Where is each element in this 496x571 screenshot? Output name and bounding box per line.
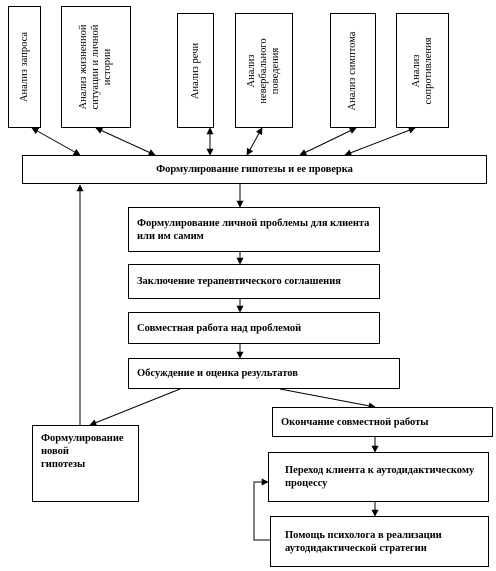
arrow-neverbal [246,127,263,156]
box-step-agreement-text: Заключение терапевтического соглашения [137,276,341,287]
box-hypothesis: Формулирование гипотезы и ее проверка [22,155,487,184]
box-help-text: Помощь психолога в реализации аутодидакт… [285,529,442,554]
box-analiz-soprotivleniya: Анализ сопротивления [396,13,449,128]
arrow-simptom [299,127,357,156]
arrow-soprotivlenie [344,127,416,156]
box-analiz-simptoma: Анализ симптома [330,13,376,128]
box-analiz-zaprosa-text: Анализ запроса [18,31,30,103]
box-transition: Переход клиента к аутодидактическому про… [268,452,489,502]
box-analiz-simptoma-text: Анализ симптома [347,31,358,110]
box-new-hypothesis: Формулирование новой гипотезы [32,425,139,502]
box-analiz-rechi: Анализ речи [177,13,214,128]
box-analiz-situacii-text: Анализ жизненной ситуации и личной истор… [78,24,113,110]
box-transition-text: Переход клиента к аутодидактическому про… [285,465,475,489]
box-step-agreement: Заключение терапевтического соглашения [128,264,380,299]
box-analiz-situacii: Анализ жизненной ситуации и личной истор… [61,6,131,128]
box-step-joint-work: Совместная работа над проблемой [128,312,380,344]
arrow-situaciya [95,127,156,156]
box-analiz-neverbal: Анализ невербального поведения [235,13,293,128]
arrow-to-end-work [279,388,376,410]
arrow-help-to-transition [253,478,270,541]
box-end-work-text: Окончание совместной работы [281,416,429,428]
box-new-hypothesis-text: Формулирование новой гипотезы [41,433,124,470]
arrow-zapros [31,127,81,156]
arrow-to-new-hypothesis [89,388,181,426]
box-step-problem-text: Формулирование личной проблемы для клиен… [137,217,370,242]
box-step-joint-work-text: Совместная работа над проблемой [137,322,302,334]
box-step-problem: Формулирование личной проблемы для клиен… [128,207,380,252]
box-analiz-neverbal-text: Анализ невербального поведения [246,37,281,104]
box-analiz-soprotivleniya-text: Анализ сопротивления [410,37,434,104]
box-end-work: Окончание совместной работы [272,407,493,437]
box-step-evaluation-text: Обсуждение и оценка результатов [137,368,298,379]
box-analiz-zaprosa: Анализ запроса [8,6,41,128]
box-step-evaluation: Обсуждение и оценка результатов [128,358,400,389]
box-hypothesis-text: Формулирование гипотезы и ее проверка [156,164,353,175]
box-analiz-rechi-text: Анализ речи [189,42,201,99]
box-help: Помощь психолога в реализации аутодидакт… [270,516,489,567]
